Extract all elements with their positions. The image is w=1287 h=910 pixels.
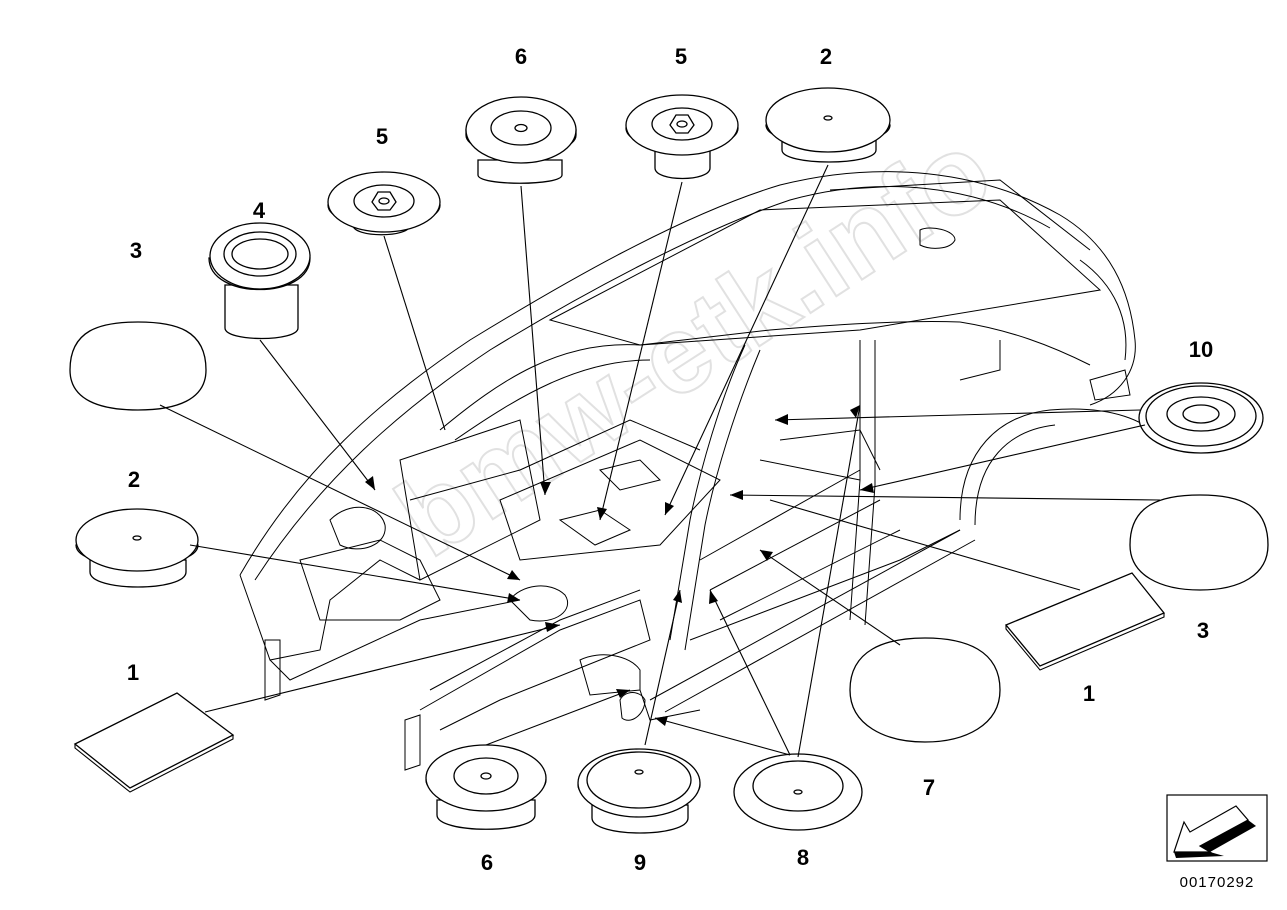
part-2-left-plug	[75, 508, 199, 588]
car-body-shell	[239, 171, 1166, 771]
callout-9: 9	[634, 850, 646, 875]
watermark: bmw-etk.info	[376, 108, 1012, 581]
callout-1-right: 1	[1083, 681, 1095, 706]
callout-1-left: 1	[127, 660, 139, 685]
leader-arrowheads	[365, 405, 874, 726]
callout-8: 8	[797, 845, 809, 870]
part-4-grommet	[208, 222, 311, 340]
part-8-grommet	[733, 753, 863, 831]
callout-10: 10	[1189, 337, 1213, 362]
callout-6-top: 6	[515, 44, 527, 69]
callout-7: 7	[923, 775, 935, 800]
callout-4: 4	[253, 198, 266, 223]
callout-2-top: 2	[820, 44, 832, 69]
part-5-left-grommet	[327, 171, 441, 236]
document-number: 00170292	[1180, 874, 1255, 891]
arrow-down-left-icon[interactable]	[1166, 794, 1268, 862]
callout-5-left: 5	[376, 124, 388, 149]
part-6-bottom-grommet	[425, 744, 547, 830]
callout-6-bottom: 6	[481, 850, 493, 875]
part-9-grommet	[577, 748, 701, 834]
part-6-top-grommet	[465, 96, 577, 184]
part-3-right-cap	[1129, 494, 1269, 591]
callout-5-top: 5	[675, 44, 687, 69]
callout-2-left: 2	[128, 467, 140, 492]
callout-3-right: 3	[1197, 618, 1209, 643]
part-1-left-pad	[73, 692, 235, 793]
part-2-top-plug	[765, 87, 891, 163]
part-10-seal	[1138, 382, 1264, 454]
callout-labels: 6 5 2 5 4 3 10 2 3 1 1 7 6 9 8	[127, 44, 1213, 875]
part-1-right-pad	[1004, 572, 1166, 671]
part-5-top-grommet	[625, 94, 739, 180]
leader-lines	[159, 164, 1161, 758]
callout-3-left: 3	[130, 238, 142, 263]
part-7-cap	[849, 637, 1001, 743]
part-3-left-cap	[69, 321, 207, 411]
